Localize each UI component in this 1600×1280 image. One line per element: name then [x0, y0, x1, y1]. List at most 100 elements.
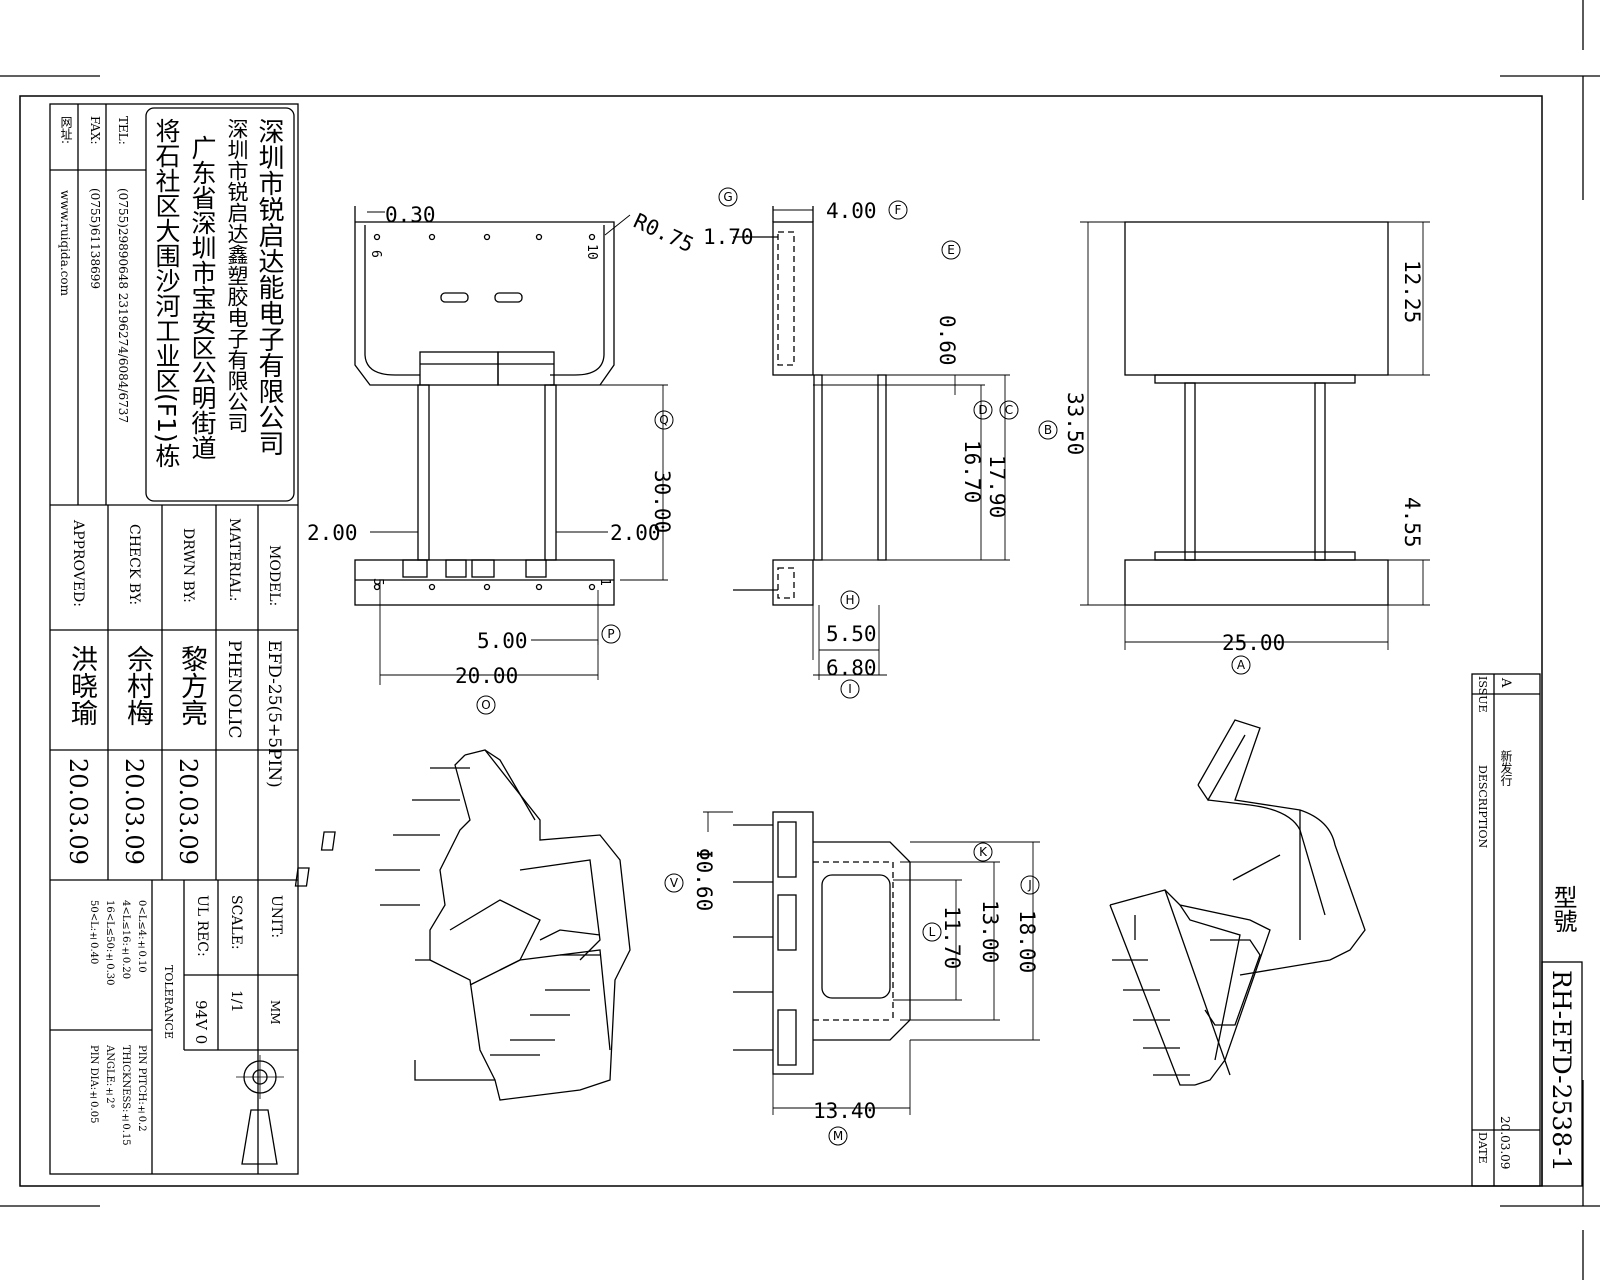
scale-label: SCALE:	[228, 895, 244, 950]
approved-name: 洪晓瑜	[66, 645, 97, 726]
ul-rec-value: 94V 0	[192, 1000, 210, 1045]
approved-date: 20.03.09	[64, 758, 92, 865]
pin-label-5: 5	[370, 578, 385, 586]
label-b: B	[1044, 423, 1052, 437]
fax-label: FAX:	[88, 116, 102, 145]
label-p: P	[607, 627, 614, 641]
address-line-1: 广东省深圳市宝安区公明街道	[188, 135, 217, 460]
tel-value: (0755)29890648 23196274/6084/6737	[116, 188, 130, 424]
web-label: 网址:	[59, 116, 73, 145]
material-value: PHENOLIC	[224, 640, 244, 739]
type-label: 型號	[1549, 885, 1577, 933]
tolerance-7: ANGLE:±2°	[104, 1045, 115, 1109]
tel-label: TEL:	[116, 116, 130, 145]
drawn-by-date: 20.03.09	[174, 758, 202, 865]
pin-label-6: 6	[368, 250, 383, 258]
revision-block-grid	[1471, 673, 1583, 1187]
dim-400: 4.00	[826, 199, 877, 223]
dim-1170: 11.70	[940, 906, 964, 969]
issue-label: ISSUE	[1476, 676, 1489, 713]
tolerance-6: THICKNESS:±0.15	[120, 1045, 131, 1146]
label-o: O	[481, 698, 490, 712]
label-i: I	[848, 682, 852, 696]
dim-1790: 17.90	[985, 455, 1009, 518]
tolerance-2: 4<L≤16:±0.20	[120, 900, 131, 980]
fax-value: (0755)61138699	[88, 188, 102, 289]
company-name-2: 深圳市锐启达鑫塑胶电子有限公司	[225, 118, 249, 433]
dim-680: 6.80	[826, 656, 877, 680]
dim-3350: 33.50	[1063, 392, 1087, 455]
label-j: J	[1027, 878, 1032, 892]
dim-1800: 18.00	[1015, 910, 1039, 973]
check-by-name: 佘村梅	[122, 645, 153, 726]
dim-phi060: Φ0.60	[692, 848, 716, 911]
ul-rec-label: UL REC:	[194, 895, 210, 957]
model-label: MODEL:	[266, 545, 282, 607]
label-l: L	[929, 925, 936, 939]
dim-500: 5.00	[477, 629, 528, 653]
top-view	[1080, 221, 1430, 650]
dim-550: 5.50	[826, 622, 877, 646]
dim-1340: 13.40	[813, 1099, 876, 1123]
label-g: G	[723, 190, 732, 204]
dim-455: 4.55	[1400, 497, 1424, 548]
web-value: www.ruiqida.com	[58, 190, 72, 297]
label-d-side: D	[978, 403, 987, 417]
label-f: F	[895, 203, 902, 217]
check-by-date: 20.03.09	[120, 758, 148, 865]
tolerance-1: 0<L≤4:±0.10	[136, 900, 147, 973]
part-number: RH-EFD-2538-1	[1547, 970, 1576, 1172]
label-m: M	[833, 1129, 843, 1143]
label-circles	[476, 187, 1251, 1146]
label-h: H	[845, 593, 854, 607]
tolerance-4: 50<L:±0.40	[88, 900, 99, 965]
title-block-grid	[49, 103, 299, 1175]
iso-view-left	[294, 749, 631, 1101]
front-view	[354, 206, 668, 685]
material-label: MATERIAL:	[226, 518, 242, 602]
dim-200-right: 2.00	[610, 521, 661, 545]
unit-label: UNIT:	[268, 895, 284, 939]
tolerance-3: 16<L≤50:±0.30	[104, 900, 115, 986]
dim-060: 0.60	[935, 315, 959, 366]
dim-2500: 25.00	[1222, 631, 1285, 655]
issue-value: A	[1498, 678, 1513, 688]
drawn-by-name: 黎方亮	[176, 645, 207, 726]
dimension-labels: 0.30 R0.75 30.00 2.00 2.00 5.00 20.00 6 …	[307, 199, 1424, 1123]
circled-letters: G F E C D B Q P O H I A V K J L M	[481, 190, 1246, 1143]
dim-r075: R0.75	[630, 209, 697, 257]
tolerance-label: TOLERANCE	[162, 965, 175, 1039]
dim-200-left: 2.00	[307, 521, 358, 545]
tolerance-8: PIN DIA:±0.05	[88, 1045, 99, 1124]
iso-view-right	[1109, 719, 1366, 1086]
dim-1225: 12.25	[1400, 260, 1424, 323]
dim-1670: 16.70	[960, 440, 984, 503]
dim-1300: 13.00	[978, 900, 1002, 963]
approved-label: APPROVED:	[70, 520, 86, 607]
label-k: K	[979, 845, 988, 859]
pin-label-1: 1	[597, 578, 612, 586]
address-line-2: 将石社区大围沙河工业区(F1)栋	[152, 118, 181, 468]
scale-value: 1/1	[228, 990, 244, 1013]
date-value: 20.03.09	[1498, 1116, 1512, 1170]
dim-030: 0.30	[385, 203, 436, 227]
label-v: V	[670, 876, 679, 890]
check-by-label: CHECK BY:	[126, 524, 142, 606]
description-label: DESCRIPTION	[1476, 765, 1489, 849]
label-q: Q	[659, 413, 668, 427]
bottom-front-view	[703, 811, 1040, 1115]
dim-170: 1.70	[703, 225, 754, 249]
label-a: A	[1237, 658, 1246, 672]
side-view	[733, 206, 1010, 680]
pin-label-10: 10	[584, 244, 599, 260]
company-name: 深圳市锐启达能电子有限公司	[254, 118, 284, 456]
model-value: EFD-25(5+5PIN)	[264, 640, 284, 788]
unit-value: MM	[268, 1000, 282, 1025]
dim-2000: 20.00	[455, 664, 518, 688]
description-value: 新发行	[1499, 750, 1513, 786]
label-e: E	[947, 243, 955, 257]
label-c: C	[1005, 403, 1013, 417]
